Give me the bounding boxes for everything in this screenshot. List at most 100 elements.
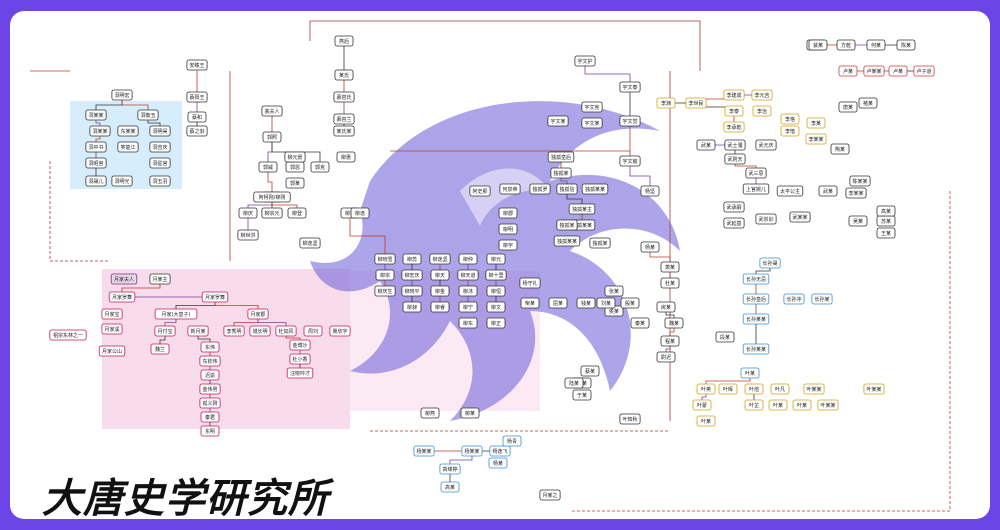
person-node-label: 月家郡 bbox=[250, 311, 265, 318]
person-node-label: 宇文毓 bbox=[622, 158, 637, 165]
person-node-box bbox=[696, 415, 716, 427]
person-node-label: 秦某 bbox=[635, 320, 645, 327]
person-node: 蔡阳王 bbox=[186, 91, 208, 103]
person-node: 郭威 bbox=[258, 161, 278, 173]
person-node: 叶晖 bbox=[718, 383, 738, 395]
person-node-box bbox=[187, 111, 207, 123]
person-node-label: 独孤某某 bbox=[572, 222, 592, 229]
person-node-box bbox=[199, 383, 221, 395]
person-node: 杨坚 bbox=[640, 185, 660, 197]
person-node-label: 某氏某 bbox=[336, 128, 351, 135]
person-node: 柳燕 bbox=[420, 407, 440, 419]
person-node-label: 月某主 bbox=[152, 276, 167, 283]
person-node-box bbox=[154, 325, 176, 337]
person-node-box bbox=[200, 369, 220, 381]
person-node: 柳金 bbox=[430, 285, 450, 297]
person-node: 宇文觉 bbox=[619, 115, 641, 127]
person-node: 独孤皇后 bbox=[547, 151, 575, 163]
person-node-box bbox=[401, 285, 423, 297]
person-node-label: 裴夫人 bbox=[264, 108, 279, 115]
person-node-label: 蔡阳王 bbox=[189, 94, 204, 101]
person-node: 武承嗣 bbox=[723, 201, 745, 213]
person-node: 褚某 bbox=[858, 97, 878, 109]
person-node-label: 柳恒 bbox=[491, 288, 501, 295]
person-node-box bbox=[187, 325, 209, 337]
person-node-label: 月家宝 bbox=[104, 311, 119, 318]
person-node: 何泉帝 bbox=[499, 183, 521, 195]
person-node-box bbox=[556, 183, 578, 195]
person-node-box bbox=[580, 365, 600, 377]
person-node-box bbox=[440, 481, 460, 493]
person-node-box bbox=[402, 253, 422, 265]
person-node-box bbox=[564, 377, 584, 389]
person-node-box bbox=[619, 413, 641, 425]
person-node-label: 柳仲 bbox=[463, 256, 473, 263]
person-node-box bbox=[111, 89, 133, 101]
person-node-label: 杨逸飞 bbox=[492, 448, 507, 455]
person-node-label: 柳东 bbox=[463, 320, 473, 327]
person-node-label: 独孤皇后 bbox=[551, 154, 571, 161]
person-node-box bbox=[751, 89, 773, 101]
person-node-box bbox=[724, 153, 746, 165]
person-node: 柳宁 bbox=[458, 301, 478, 313]
person-node: 杨某某 bbox=[413, 445, 435, 457]
person-node-label: 长孙某某 bbox=[746, 316, 766, 323]
person-node-label: 城长明 bbox=[252, 328, 267, 335]
person-node: 东某某 bbox=[117, 125, 139, 137]
person-node-box bbox=[430, 301, 450, 313]
person-node: 武则天 bbox=[724, 153, 746, 165]
person-node-label: 武崇训 bbox=[758, 216, 773, 223]
person-node: 迟谕 bbox=[200, 369, 220, 381]
person-node-label: 屈某 bbox=[553, 301, 563, 307]
person-node-box bbox=[817, 399, 839, 411]
person-node-box bbox=[237, 229, 259, 241]
person-node: 陆某 bbox=[564, 377, 584, 389]
person-node-box bbox=[768, 399, 788, 411]
frame-connector-line bbox=[309, 20, 701, 71]
person-node-label: 陶某 bbox=[835, 146, 845, 153]
person-node-box bbox=[604, 285, 624, 297]
person-node-box bbox=[656, 351, 676, 363]
person-node-box bbox=[485, 269, 507, 281]
person-node: 洞衡玉 bbox=[137, 109, 159, 121]
family-tree-diagram: 燕后某氏慕容氏慕容兰某氏某安瞳王蔡阳王蔡和蔡之剑裴夫人郭照郭威郭恩郭克柳元景柳惠… bbox=[30, 20, 951, 512]
person-node-box bbox=[811, 293, 833, 305]
person-node: 叶某某 bbox=[803, 383, 825, 395]
person-node-label: 武延基 bbox=[726, 220, 741, 227]
person-node: 洞五羽 bbox=[149, 175, 171, 187]
person-node: 柳庆 bbox=[238, 207, 258, 219]
person-node-label: 长孙无忌 bbox=[746, 276, 766, 283]
person-node-box bbox=[848, 215, 868, 227]
person-node-box bbox=[249, 325, 271, 337]
person-node: 李建成 bbox=[723, 89, 745, 101]
person-node: 武元庆 bbox=[755, 139, 777, 151]
person-node: 唐某 bbox=[838, 101, 858, 113]
person-node: 秦君 bbox=[200, 411, 220, 423]
person-node-box bbox=[792, 399, 812, 411]
person-node-label: 段某 bbox=[720, 334, 730, 341]
person-node-label: 独孤某某 bbox=[585, 186, 605, 193]
person-node-box bbox=[289, 339, 311, 351]
person-node-label: 李恪 bbox=[785, 116, 795, 123]
person-node-box bbox=[329, 325, 351, 337]
person-node: 武延基 bbox=[723, 217, 745, 229]
person-node: 卢某 bbox=[888, 65, 908, 77]
person-node-box bbox=[803, 383, 825, 395]
person-node: 叶某 bbox=[792, 399, 812, 411]
person-node-label: 叶蒙 bbox=[697, 402, 707, 409]
person-node-label: 柳郡 bbox=[503, 210, 513, 217]
person-node-label: 武某 bbox=[823, 188, 833, 195]
person-node-label: 月家(大皇子) bbox=[162, 311, 191, 318]
person-node: 孤义刚 bbox=[199, 397, 221, 409]
person-node-label: 叶芷 bbox=[749, 402, 759, 409]
person-node: 陈某 bbox=[896, 39, 916, 51]
person-node-label: 东钦伟 bbox=[202, 358, 217, 365]
person-node: 月家(大皇子) bbox=[154, 308, 198, 320]
person-node: 杨青 bbox=[502, 435, 522, 447]
person-node: 笑能江 bbox=[117, 141, 139, 153]
person-node-box bbox=[759, 257, 781, 269]
person-node-label: 金博沙 bbox=[292, 342, 307, 349]
person-node-label: 洞明光 bbox=[114, 178, 129, 185]
person-node-label: 柴某 bbox=[525, 300, 535, 307]
person-node-box bbox=[744, 399, 764, 411]
